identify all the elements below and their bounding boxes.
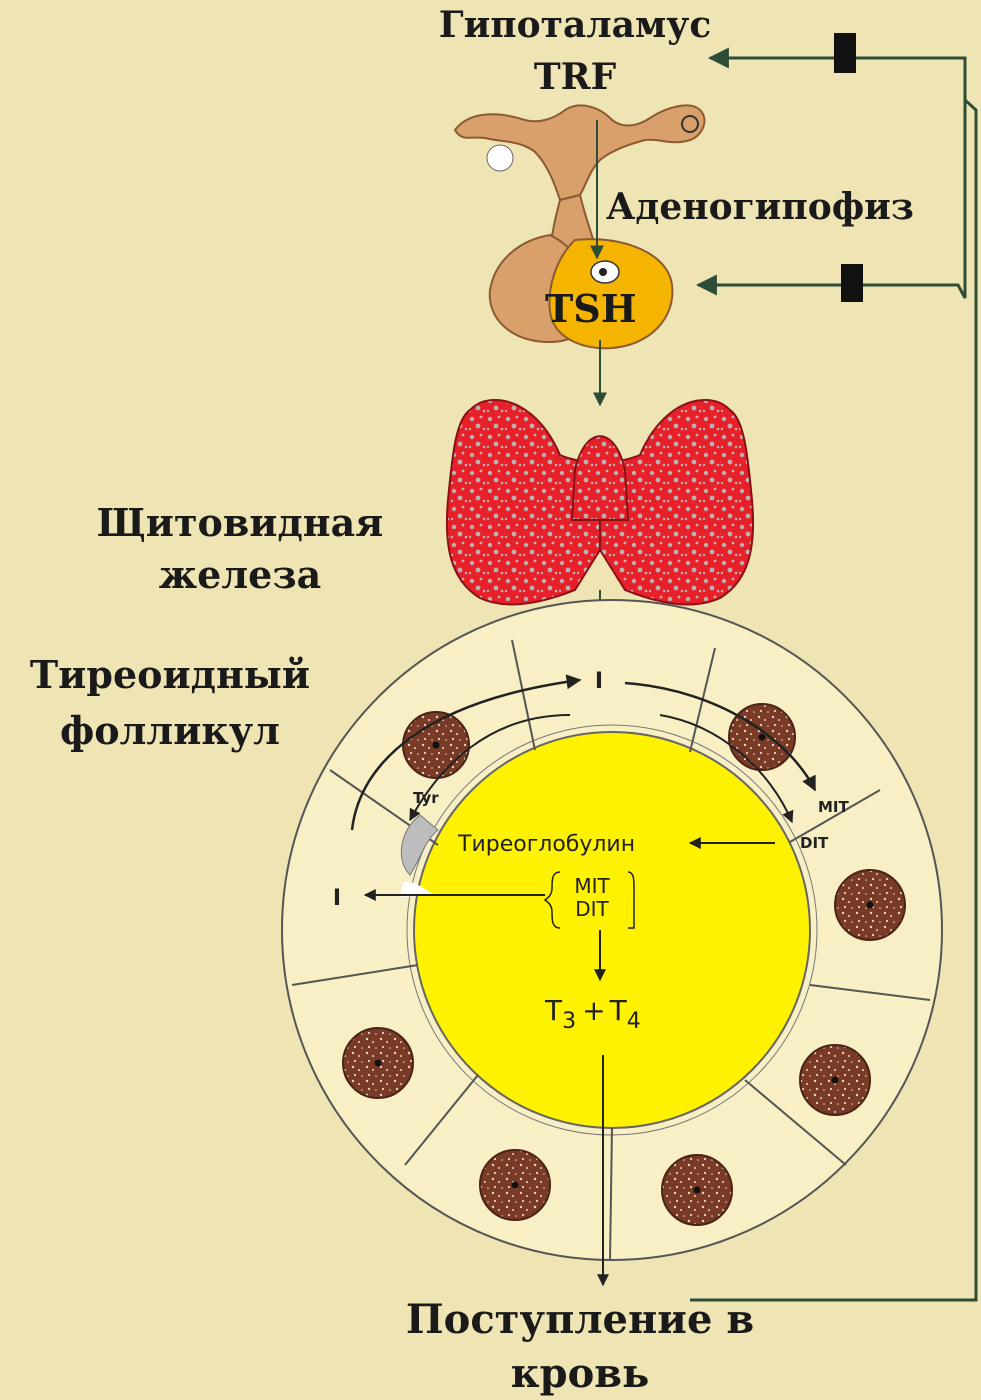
iodide-left-label: I [333,886,341,911]
release-label-line2: кровь [460,1350,700,1397]
hypothalamus-label: Гипоталамус [400,4,750,46]
trf-label: TRF [500,56,650,98]
inner-dit-label: DIT [575,897,609,921]
tyr-label: Tyr [413,789,439,807]
thyroid-gland [447,400,753,604]
tsh-label: TSH [545,286,637,331]
colloid-lumen [414,732,810,1128]
nucleus-icon [729,704,795,770]
thyroid-label-line1: Щитовидная [60,500,420,545]
adenohypophysis-label: Аденогипофиз [606,186,914,228]
plus-sign: + [582,994,605,1027]
mit-label: MIT [818,798,850,816]
thyroid-label-line2: железа [60,552,420,597]
t4-letter: T [609,994,628,1027]
inner-mit-label: MIT [574,874,610,898]
nucleus-icon [343,1028,413,1098]
t4-subscript: 4 [627,1009,641,1034]
nucleus-icon [835,870,905,940]
iodide-top-label: I [595,669,603,694]
nucleus-icon [662,1155,732,1225]
nucleus-icon [800,1045,870,1115]
thyroglobulin-label: Тиреоглобулин [457,832,635,857]
white-spot-icon [487,145,513,171]
thyroid-follicle: I I Tyr MIT DIT Тиреоглобулин MIT DIT T3… [282,600,942,1285]
t3-subscript: 3 [562,1009,576,1034]
nucleus-icon [480,1150,550,1220]
t3-letter: T [544,994,563,1027]
secretory-cell-nucleus-icon [599,268,607,276]
thyroid-isthmus [572,436,628,520]
release-label-line1: Поступление в [360,1296,800,1343]
dit-label: DIT [800,834,829,852]
inhibition-block-bottom [841,264,863,302]
follicle-label-line2: фолликул [0,708,340,753]
follicle-label-line1: Тиреоидный [0,652,340,697]
inhibition-block-top [834,33,856,73]
